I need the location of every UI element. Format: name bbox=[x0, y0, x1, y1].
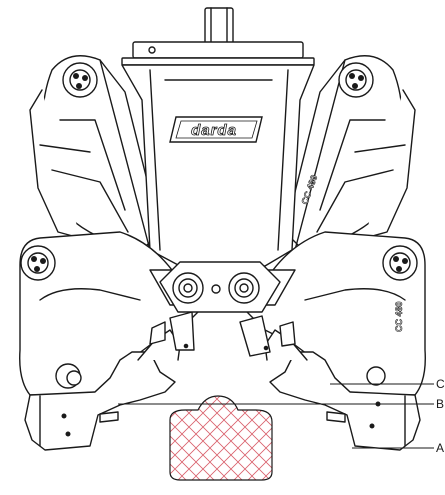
brand-logo-text: darda bbox=[191, 122, 237, 139]
cutter-blades bbox=[149, 311, 296, 357]
bolts bbox=[61, 343, 381, 437]
left-cylinder bbox=[29, 55, 161, 253]
right-cylinder bbox=[284, 55, 416, 253]
model-number-lower: CC 480 bbox=[394, 301, 404, 332]
callout-leaders bbox=[118, 383, 434, 449]
central-body bbox=[99, 59, 346, 267]
hydraulic-ports bbox=[159, 261, 281, 313]
callout-label-a: A bbox=[436, 441, 444, 455]
callout-label-b: B bbox=[436, 397, 444, 411]
callout-labels: C B A bbox=[436, 377, 445, 455]
pivot-pin-icon bbox=[366, 366, 386, 386]
mounting-adapter bbox=[121, 7, 315, 66]
adapter-bolt-icon bbox=[148, 46, 156, 54]
callout-label-c: C bbox=[436, 377, 445, 391]
pin-details bbox=[31, 73, 408, 272]
brand-logo: darda bbox=[169, 116, 263, 143]
left-jaw bbox=[24, 329, 181, 451]
material-block bbox=[169, 395, 273, 481]
